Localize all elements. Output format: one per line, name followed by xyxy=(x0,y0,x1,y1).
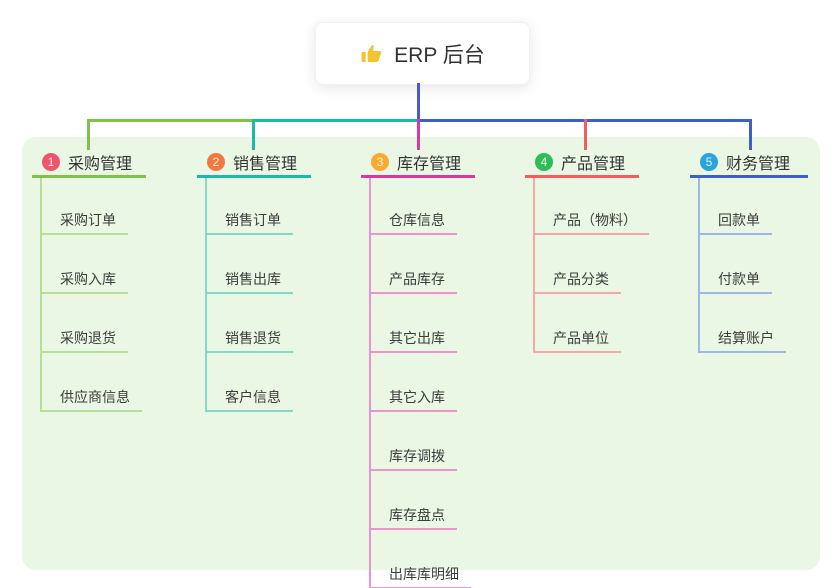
branch-1-header[interactable]: 1 采购管理 xyxy=(32,148,146,178)
branch-2: 2 销售管理销售订单销售出库销售退货客户信息 xyxy=(197,148,311,412)
child-node[interactable]: 销售订单 xyxy=(207,178,293,235)
child-node[interactable]: 其它出库 xyxy=(371,294,457,353)
child-node[interactable]: 产品单位 xyxy=(535,294,621,353)
child-node[interactable]: 销售退货 xyxy=(207,294,293,353)
child-node[interactable]: 产品分类 xyxy=(535,235,621,294)
child-node[interactable]: 结算账户 xyxy=(700,294,786,353)
child-node[interactable]: 供应商信息 xyxy=(42,353,142,412)
branch-drop-5 xyxy=(749,119,752,150)
child-node[interactable]: 产品库存 xyxy=(371,235,457,294)
branch-label: 产品管理 xyxy=(561,155,626,173)
branch-5-header[interactable]: 5 财务管理 xyxy=(690,148,808,178)
branch-drop-1 xyxy=(87,119,90,150)
branch-number-badge: 1 xyxy=(42,152,60,171)
child-node[interactable]: 仓库信息 xyxy=(371,178,457,235)
branch-label: 财务管理 xyxy=(726,155,791,173)
branch-4: 4 产品管理产品（物料）产品分类产品单位 xyxy=(525,148,649,353)
child-node[interactable]: 库存盘点 xyxy=(371,471,457,530)
branch-label: 库存管理 xyxy=(397,155,462,173)
branch-5: 5 财务管理回款单付款单结算账户 xyxy=(690,148,808,353)
child-node[interactable]: 采购入库 xyxy=(42,235,128,294)
child-node[interactable]: 产品（物料） xyxy=(535,178,649,235)
branch-3-children: 仓库信息产品库存其它出库其它入库库存调拨库存盘点出库库明细 xyxy=(369,178,475,588)
branch-number-badge: 2 xyxy=(207,152,225,171)
mindmap-background-panel xyxy=(22,137,820,570)
child-node[interactable]: 采购订单 xyxy=(42,178,128,235)
branch-drop-4 xyxy=(584,119,587,150)
bus-segment xyxy=(253,119,418,122)
child-node[interactable]: 销售出库 xyxy=(207,235,293,294)
bus-segment xyxy=(87,119,253,122)
branch-drop-3 xyxy=(417,119,420,150)
child-node[interactable]: 库存调拨 xyxy=(371,412,457,471)
branch-label: 采购管理 xyxy=(68,155,133,173)
child-node[interactable]: 其它入库 xyxy=(371,353,457,412)
branch-1-children: 采购订单采购入库采购退货供应商信息 xyxy=(40,178,146,412)
child-node[interactable]: 客户信息 xyxy=(207,353,293,412)
branch-number-badge: 4 xyxy=(535,152,553,171)
branch-3: 3 库存管理仓库信息产品库存其它出库其它入库库存调拨库存盘点出库库明细 xyxy=(361,148,475,588)
branch-drop-2 xyxy=(252,119,255,150)
child-node[interactable]: 付款单 xyxy=(700,235,772,294)
thumbs-up-icon xyxy=(360,42,384,66)
root-node-label: ERP 后台 xyxy=(394,43,485,67)
branch-4-header[interactable]: 4 产品管理 xyxy=(525,148,639,178)
branch-3-header[interactable]: 3 库存管理 xyxy=(361,148,475,178)
branch-2-children: 销售订单销售出库销售退货客户信息 xyxy=(205,178,311,412)
root-node[interactable]: ERP 后台 xyxy=(315,22,530,85)
branch-number-badge: 5 xyxy=(700,152,718,171)
branch-number-badge: 3 xyxy=(371,152,389,171)
child-node[interactable]: 回款单 xyxy=(700,178,772,235)
root-connector xyxy=(417,83,420,119)
child-node[interactable]: 出库库明细 xyxy=(371,530,471,588)
branch-4-children: 产品（物料）产品分类产品单位 xyxy=(533,178,649,353)
branch-label: 销售管理 xyxy=(233,155,298,173)
child-node[interactable]: 采购退货 xyxy=(42,294,128,353)
branch-1: 1 采购管理采购订单采购入库采购退货供应商信息 xyxy=(32,148,146,412)
branch-2-header[interactable]: 2 销售管理 xyxy=(197,148,311,178)
branch-5-children: 回款单付款单结算账户 xyxy=(698,178,808,353)
